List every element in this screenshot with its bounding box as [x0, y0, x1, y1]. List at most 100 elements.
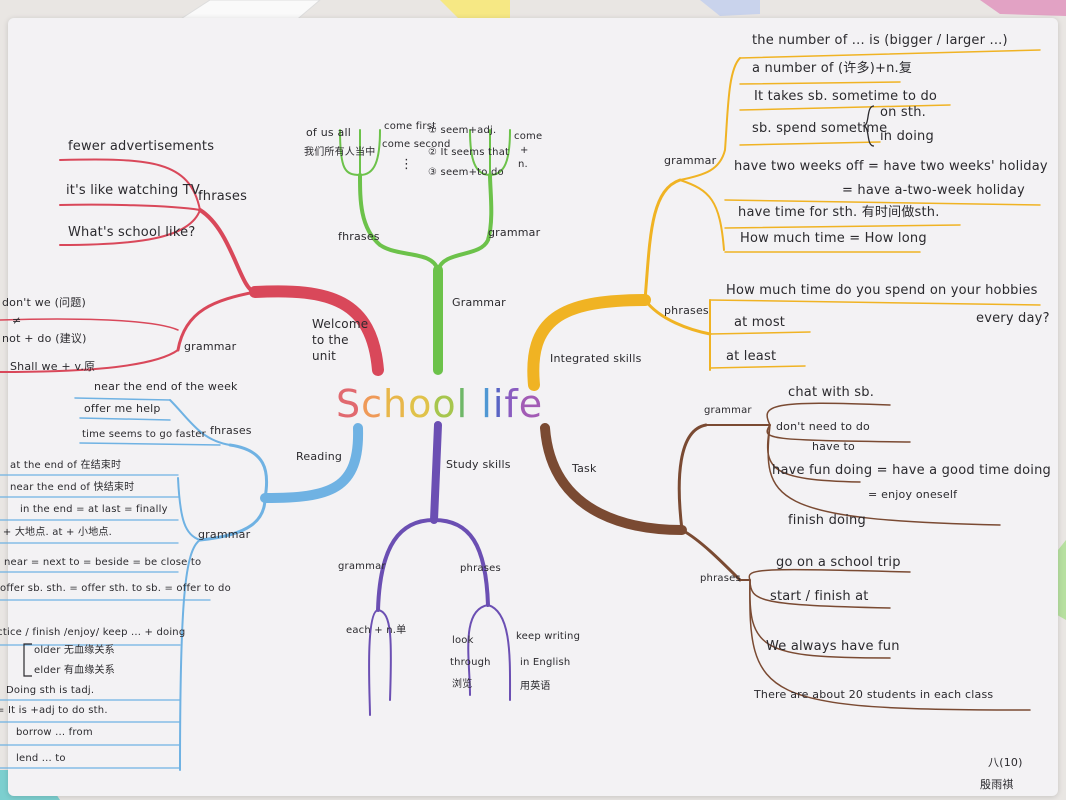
- reading-grammar-11: = It is +adj to do sth.: [0, 705, 108, 716]
- integrated-grammar-8: = have a-two-week holiday: [842, 183, 1025, 198]
- grammar-phrase-2: 我们所有人当中: [304, 147, 376, 158]
- integrated-phrases-label: phrases: [664, 304, 709, 317]
- paper-sheet: [8, 18, 1058, 796]
- integrated-grammar-4: sb. spend sometime: [752, 121, 888, 136]
- reading-phrase-3: time seems to go faster: [82, 429, 206, 440]
- branch-reading: [0, 397, 364, 771]
- grammar-rule-3: ③ seem+to do: [428, 167, 504, 178]
- reading-grammar-5: near = next to = beside = be close to: [4, 557, 202, 568]
- reading-grammar-1: at the end of 在结束时: [10, 460, 122, 471]
- integrated-phrase-3: at least: [726, 349, 777, 364]
- task-grammar-label: grammar: [704, 405, 752, 416]
- integrated-grammar-label: grammar: [664, 154, 717, 167]
- grammar-phrase-4: come second: [382, 139, 451, 150]
- welcome-grammar-2: ≠: [12, 314, 22, 327]
- page-title: School life: [336, 382, 543, 426]
- reading-grammar-7: practice / finish /enjoy/ keep ... + doi…: [0, 627, 186, 638]
- reading-phrase-2: offer me help: [84, 402, 161, 415]
- task-phrase-4: There are about 20 students in each clas…: [754, 688, 994, 701]
- task-grammar-4: have fun doing = have a good time doing: [772, 463, 1051, 478]
- study-branch-label: Study skills: [446, 458, 511, 471]
- branch-integrated: [527, 49, 1041, 391]
- integrated-grammar-10: How much time = How long: [740, 231, 927, 246]
- class-label: 八(10): [988, 756, 1023, 769]
- grammar-rule-2: ② It seems that: [428, 147, 510, 158]
- title-letter: i: [492, 382, 505, 426]
- task-grammar-6: finish doing: [788, 513, 866, 528]
- integrated-grammar-6: in doing: [880, 129, 934, 144]
- reading-phrase-1: near the end of the week: [94, 380, 238, 393]
- title-letter: f: [504, 382, 519, 426]
- reading-grammar-label: grammar: [198, 528, 251, 541]
- title-letter: c: [361, 382, 384, 426]
- welcome-phrases-label: fhrases: [198, 189, 248, 204]
- grammar-come-2: +: [520, 145, 529, 156]
- branch-study: [368, 421, 512, 716]
- reading-phrases-label: fhrases: [210, 424, 252, 437]
- curly-brace: [862, 105, 875, 147]
- title-letter: l: [481, 382, 493, 426]
- grammar-phrase-3: come first: [384, 121, 437, 132]
- integrated-phrase-1b: every day?: [976, 311, 1050, 326]
- task-grammar-2: don't need to do: [776, 420, 870, 433]
- branch-welcome: [0, 158, 384, 376]
- integrated-grammar-3: It takes sb. sometime to do: [754, 89, 938, 104]
- welcome-phrase-2: it's like watching TV.: [66, 183, 203, 198]
- integrated-grammar-2: a number of (许多)+n.复: [752, 61, 913, 76]
- reading-grammar-13: lend ... to: [16, 753, 66, 764]
- reading-grammar-8: older 无血缘关系: [34, 645, 115, 656]
- reading-grammar-10: Doing sth is tadj.: [6, 685, 95, 696]
- integrated-phrase-1: How much time do you spend on your hobbi…: [726, 283, 1038, 298]
- task-phrases-label: phrases: [700, 573, 741, 584]
- title-letter: l: [456, 382, 469, 426]
- reading-grammar-3: in the end = at last = finally: [20, 504, 168, 515]
- task-phrase-2: start / finish at: [770, 589, 869, 604]
- integrated-grammar-5: on sth.: [880, 105, 926, 120]
- task-grammar-5: = enjoy oneself: [868, 488, 958, 501]
- task-grammar-3: have to: [812, 440, 855, 453]
- title-letter: o: [432, 382, 457, 426]
- welcome-branch-label: Welcome to the unit: [312, 317, 369, 363]
- study-phrase-1: look: [452, 635, 474, 646]
- welcome-grammar-3: not + do (建议): [2, 332, 87, 345]
- branch-task: [540, 402, 1031, 711]
- welcome-phrase-1: fewer advertisements: [68, 139, 215, 154]
- reading-grammar-4: in + 大地点. at + 小地点.: [0, 527, 112, 538]
- welcome-grammar-1: don't we (问题): [2, 296, 86, 309]
- integrated-grammar-1: the number of ... is (bigger / larger ..…: [752, 33, 1008, 48]
- grammar-come-1: come: [514, 131, 543, 142]
- welcome-grammar-label: grammar: [184, 340, 237, 353]
- branch-grammar: [339, 129, 511, 375]
- integrated-branch-label: Integrated skills: [550, 352, 642, 365]
- study-grammar-label: grammar: [338, 561, 386, 572]
- study-grammar-1: each + n.单: [346, 625, 407, 636]
- study-phrase-4: keep writing: [516, 631, 581, 642]
- reading-grammar-9: elder 有血缘关系: [34, 665, 115, 676]
- grammar-grammar-label: grammar: [488, 226, 541, 239]
- grammar-come-3: n.: [518, 159, 528, 170]
- bracket: [23, 643, 32, 677]
- integrated-grammar-7: have two weeks off = have two weeks' hol…: [734, 159, 1048, 174]
- integrated-grammar-9: have time for sth. 有时间做sth.: [738, 205, 940, 220]
- study-phrases-label: phrases: [460, 563, 501, 574]
- integrated-phrase-2: at most: [734, 315, 786, 330]
- study-phrase-3: 浏览: [452, 679, 473, 690]
- grammar-dots: ⋮: [400, 157, 414, 172]
- grammar-branch-label: Grammar: [452, 296, 506, 309]
- title-letter: S: [336, 382, 362, 426]
- welcome-grammar-4: Shall we + v.原: [10, 360, 96, 373]
- reading-grammar-12: borrow ... from: [16, 727, 93, 738]
- task-phrase-1: go on a school trip: [776, 555, 901, 570]
- reading-grammar-6: offer sb. sth. = offer sth. to sb. = off…: [0, 583, 231, 594]
- task-phrase-3: We always have fun: [766, 639, 900, 654]
- task-branch-label: Task: [572, 462, 597, 475]
- study-phrase-5: in English: [520, 657, 571, 668]
- title-letter: o: [408, 382, 433, 426]
- task-grammar-1: chat with sb.: [788, 385, 875, 400]
- reading-branch-label: Reading: [296, 450, 343, 463]
- grammar-phrases-label: fhrases: [338, 230, 380, 243]
- study-phrase-6: 用英语: [520, 681, 551, 692]
- study-phrase-2: through: [450, 657, 491, 668]
